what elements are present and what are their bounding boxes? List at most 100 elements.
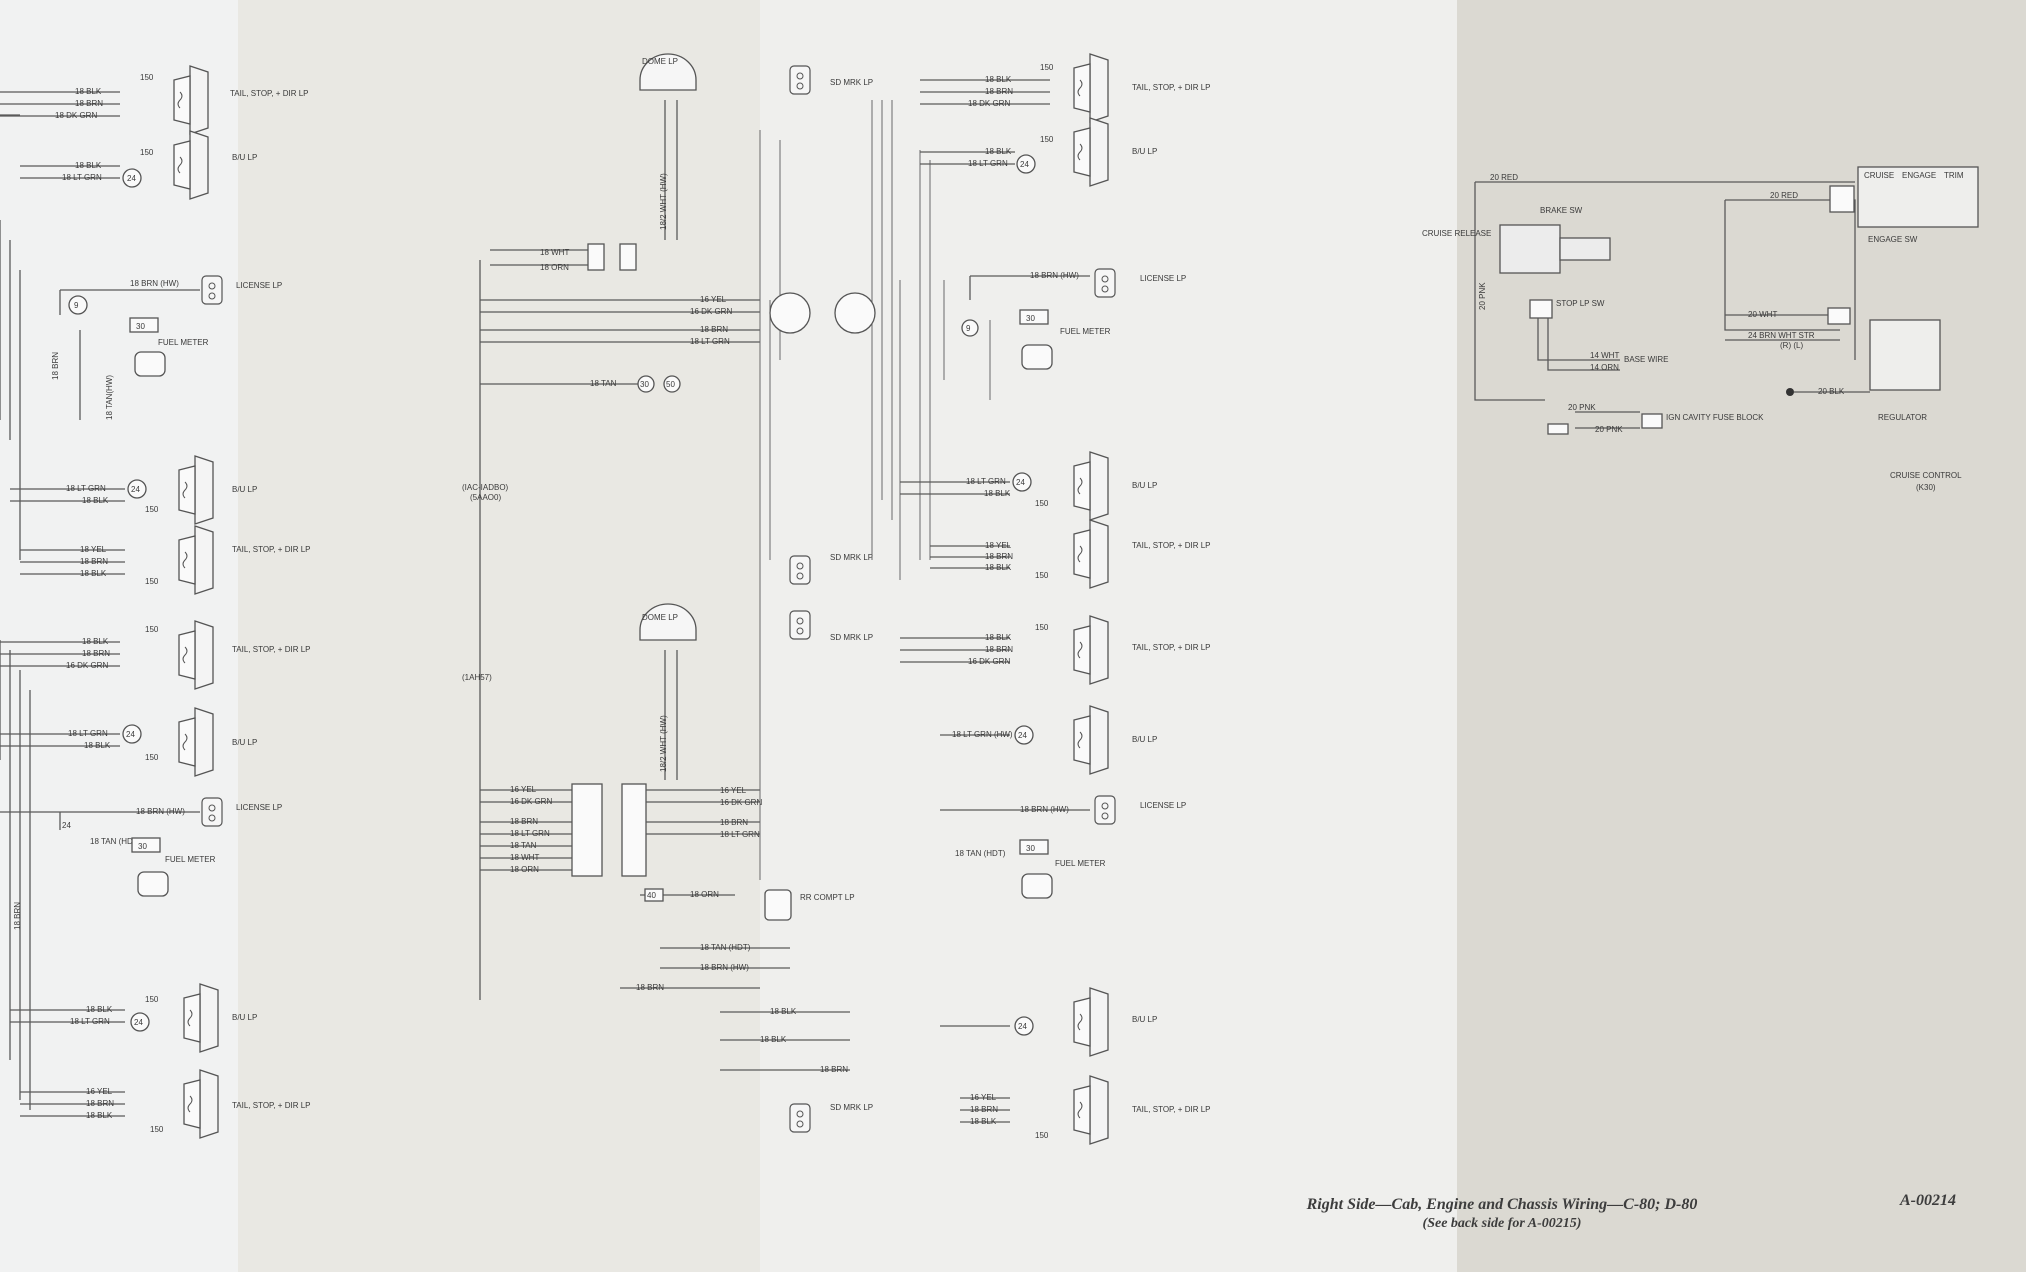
left-g2-wire-2: 18 LT GRN <box>62 173 102 182</box>
left-tail-stop-lamp-2 <box>178 525 214 595</box>
mid-pin9-label: 9 <box>966 324 971 333</box>
mid-top-connector <box>587 243 605 271</box>
cruise-wire-3: 20 PNK <box>1478 282 1487 310</box>
mid-tan-hdt: 18 TAN (HDT) <box>700 943 751 952</box>
left-g3-num: 150 <box>145 505 159 514</box>
option-code-3: (1AH57) <box>462 673 492 682</box>
rr-compt-label: RR COMPT LP <box>800 893 855 902</box>
left-g7-connector <box>130 1012 150 1032</box>
mid-rt-g2-1: 18 BLK <box>985 147 1012 156</box>
left-g7-wire-2: 18 LT GRN <box>70 1017 110 1026</box>
left-license-socket-1 <box>201 275 223 305</box>
mid-rt-g3-2: 18 BLK <box>984 489 1011 498</box>
mid-tail-stop-lamp-1 <box>1073 53 1109 123</box>
mid-rt-g6-1: 16 YEL <box>970 1093 997 1102</box>
harness-b-out-2: 16 DK GRN <box>720 798 762 807</box>
cruise-wire-9: 14 ORN <box>1590 363 1619 372</box>
mid-rt-g1-num: 150 <box>1040 63 1054 72</box>
left-fuel-meter-1 <box>134 351 166 377</box>
cruise-wire-7: 20 BLK <box>1818 387 1845 396</box>
harness-b-wire-7: 18 ORN <box>510 865 539 874</box>
engage-switch-box <box>1857 166 1979 228</box>
cruise-wire-6: (R) (L) <box>1780 341 1803 350</box>
left-license-wire: 18 BRN (HW) <box>130 279 179 288</box>
left-g2-pin: 24 <box>127 174 136 183</box>
mid-rt-g6-num: 150 <box>1035 1131 1049 1140</box>
mid-bu-lamp-3 <box>1073 705 1109 775</box>
mid-rt-g1-3: 18 DK GRN <box>968 99 1010 108</box>
cruise-wire-5: 24 BRN WHT STR <box>1748 331 1815 340</box>
left-g3-wire-1: 18 LT GRN <box>66 484 106 493</box>
mid-license-label-1: LICENSE LP <box>1140 274 1186 283</box>
mid-fuel-30-box <box>1019 309 1049 325</box>
mid-tail-stop-lamp-4 <box>1073 1075 1109 1145</box>
stop-lp-sw <box>1529 299 1553 319</box>
left-bu-label-3: B/U LP <box>232 738 257 747</box>
mid-harness-a-3: 18 BRN <box>700 325 728 334</box>
left-tail-stop-label-2: TAIL, STOP, + DIR LP <box>232 545 310 554</box>
left-g6-num: 150 <box>145 753 159 762</box>
left-brn-wire-2: 18 BRN <box>13 902 22 930</box>
center-page-schematic: DOME LP 18/2 WHT (HW) 18 WHT 18 ORN 16 Y… <box>462 53 1210 1145</box>
mid-rt-g4-num: 150 <box>1035 571 1049 580</box>
left-g2-wire-1: 18 BLK <box>75 161 102 170</box>
mid-license-wire-1: 18 BRN (HW) <box>1030 271 1079 280</box>
dome-lamp-1 <box>639 53 697 91</box>
left-pin9-connector <box>68 295 88 315</box>
mid-bu-label-3: B/U LP <box>1132 735 1157 744</box>
brake-sw-label: BRAKE SW <box>1540 206 1583 215</box>
harness-b-wire-4: 18 LT GRN <box>510 829 550 838</box>
dome-lamp-label-2: DOME LP <box>642 613 678 622</box>
harness-b-out-1: 16 YEL <box>720 786 747 795</box>
left-bu-lamp-1 <box>173 130 209 200</box>
brake-switch <box>1499 224 1561 274</box>
center-connector-a <box>769 292 811 334</box>
mid-brn-2: 18 BRN <box>820 1065 848 1074</box>
left-g1-num: 150 <box>140 73 154 82</box>
mid-bu-label-1: B/U LP <box>1132 147 1157 156</box>
sd-mrk-lamp-4 <box>789 1103 811 1133</box>
dome-wire-2: 18/2 WHT (HW) <box>659 715 668 772</box>
left-tail-stop-lamp-1 <box>173 65 209 135</box>
sd-mrk-lamp-3 <box>789 610 811 640</box>
left-fuel-30-box <box>129 317 159 333</box>
left-g6-wire-2: 18 BLK <box>84 741 111 750</box>
left-g7-wire-1: 18 BLK <box>86 1005 113 1014</box>
mid-rt-g2-2: 18 LT GRN <box>968 159 1008 168</box>
left-tail-stop-label-1: TAIL, STOP, + DIR LP <box>230 89 308 98</box>
left-pin9-label: 9 <box>74 301 79 310</box>
harness-b-wire-2: 16 DK GRN <box>510 797 552 806</box>
left-num24: 24 <box>62 821 71 830</box>
cruise-wire-2: 20 RED <box>1770 191 1798 200</box>
center-connector-b <box>834 292 876 334</box>
cruise-control-schematic: 20 RED 20 RED 20 PNK BRAKE SW CRUISE REL… <box>1422 166 1979 492</box>
ground-symbol <box>1786 388 1794 396</box>
caption-subtitle: (See back side for A-00215) <box>1422 1216 1582 1231</box>
mid-blk-1: 18 BLK <box>770 1007 797 1016</box>
ign-cavity-connector <box>1641 413 1663 429</box>
left-bu-lamp-2 <box>178 455 214 525</box>
mid-rt-g1-1: 18 BLK <box>985 75 1012 84</box>
mid-harness-a-2: 16 DK GRN <box>690 307 732 316</box>
left-g3-wire-2: 18 BLK <box>82 496 109 505</box>
left-g5-wire-1: 18 BLK <box>82 637 109 646</box>
mid-30-label: 30 <box>640 380 649 389</box>
mid-fuel-meter-1 <box>1021 344 1053 370</box>
left-g7-num: 150 <box>145 995 159 1004</box>
switch-header-cruise: CRUISE <box>1864 171 1894 180</box>
mid-rt-g1-2: 18 BRN <box>985 87 1013 96</box>
left-tan-wire-2: 18 TAN (HDT) <box>90 837 141 846</box>
document-number: A-00214 <box>1900 1192 1956 1209</box>
mid-rt-g5-3: 16 DK GRN <box>968 657 1010 666</box>
mid-lt-grn-pin: 24 <box>1018 731 1027 740</box>
mid-license-label-2: LICENSE LP <box>1140 801 1186 810</box>
left-g8-wire-2: 18 BRN <box>86 1099 114 1108</box>
mid-bu-lamp-4 <box>1073 987 1109 1057</box>
sd-mrk-lamp-2 <box>789 555 811 585</box>
mid-license-socket-1 <box>1094 268 1116 298</box>
harness-b-out-4: 18 LT GRN <box>720 830 760 839</box>
cruise-release-label: CRUISE RELEASE <box>1422 229 1491 238</box>
mid-lt-grn-hw: 18 LT GRN (HW) <box>952 730 1013 739</box>
left-fuel-meter-2 <box>137 871 169 897</box>
left-g6-wire-1: 18 LT GRN <box>68 729 108 738</box>
